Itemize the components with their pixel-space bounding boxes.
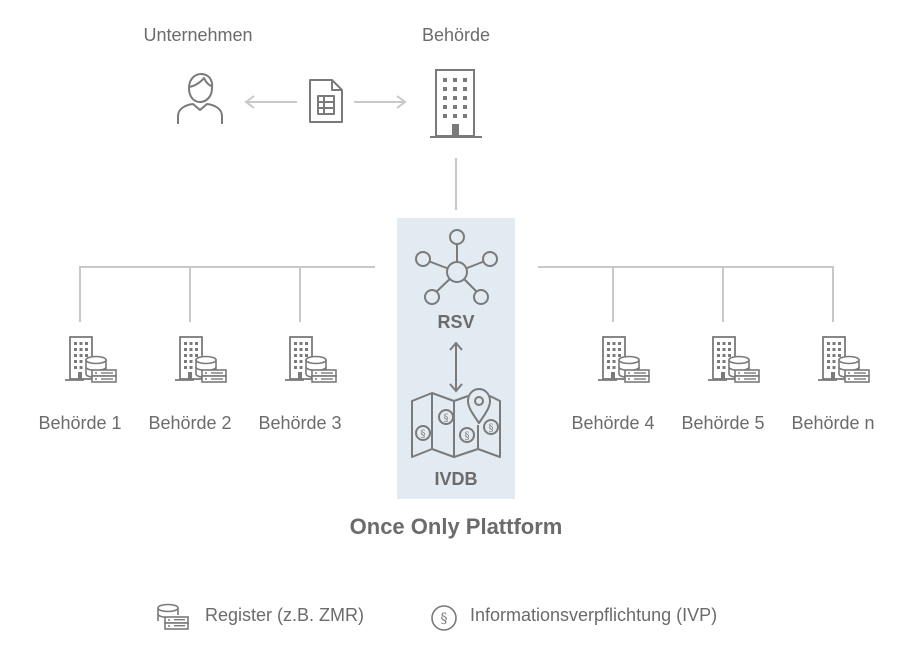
authority-3-label: Behörde 3 xyxy=(258,413,342,433)
authority-5-label: Behörde 5 xyxy=(681,413,765,433)
authority-register-icon xyxy=(284,336,337,383)
authority-register-icon xyxy=(707,336,760,383)
register-legend-icon xyxy=(157,603,189,630)
authority-label: Behörde xyxy=(421,25,491,45)
rsv-label: RSV xyxy=(437,312,475,332)
document-icon xyxy=(309,79,343,123)
authority-register-icon xyxy=(817,336,870,383)
svg-text:§: § xyxy=(465,431,470,442)
obligation-legend-label: Informationsverpflichtung (IVP) xyxy=(470,605,718,625)
authority-register-icon xyxy=(174,336,227,383)
svg-text:§: § xyxy=(444,413,449,424)
network-hub-icon xyxy=(415,229,498,305)
platform-title: Once Only Plattform xyxy=(349,514,563,539)
svg-text:§: § xyxy=(441,611,448,627)
svg-text:§: § xyxy=(489,423,494,434)
company-label: Unternehmen xyxy=(143,25,253,45)
authority-building-icon xyxy=(430,69,482,138)
authority-register-icon xyxy=(64,336,117,383)
authority-register-icon xyxy=(597,336,650,383)
map-database-icon: § § § § xyxy=(411,388,501,458)
authority-n-label: Behörde n xyxy=(791,413,875,433)
paragraph-legend-icon: § xyxy=(431,605,457,631)
person-icon xyxy=(177,73,223,124)
authority-1-label: Behörde 1 xyxy=(38,413,122,433)
authority-4-label: Behörde 4 xyxy=(571,413,655,433)
ivdb-label: IVDB xyxy=(434,469,478,489)
double-arrow-icon xyxy=(449,341,463,393)
authority-2-label: Behörde 2 xyxy=(148,413,232,433)
svg-text:§: § xyxy=(421,429,426,440)
register-legend-label: Register (z.B. ZMR) xyxy=(205,605,365,625)
